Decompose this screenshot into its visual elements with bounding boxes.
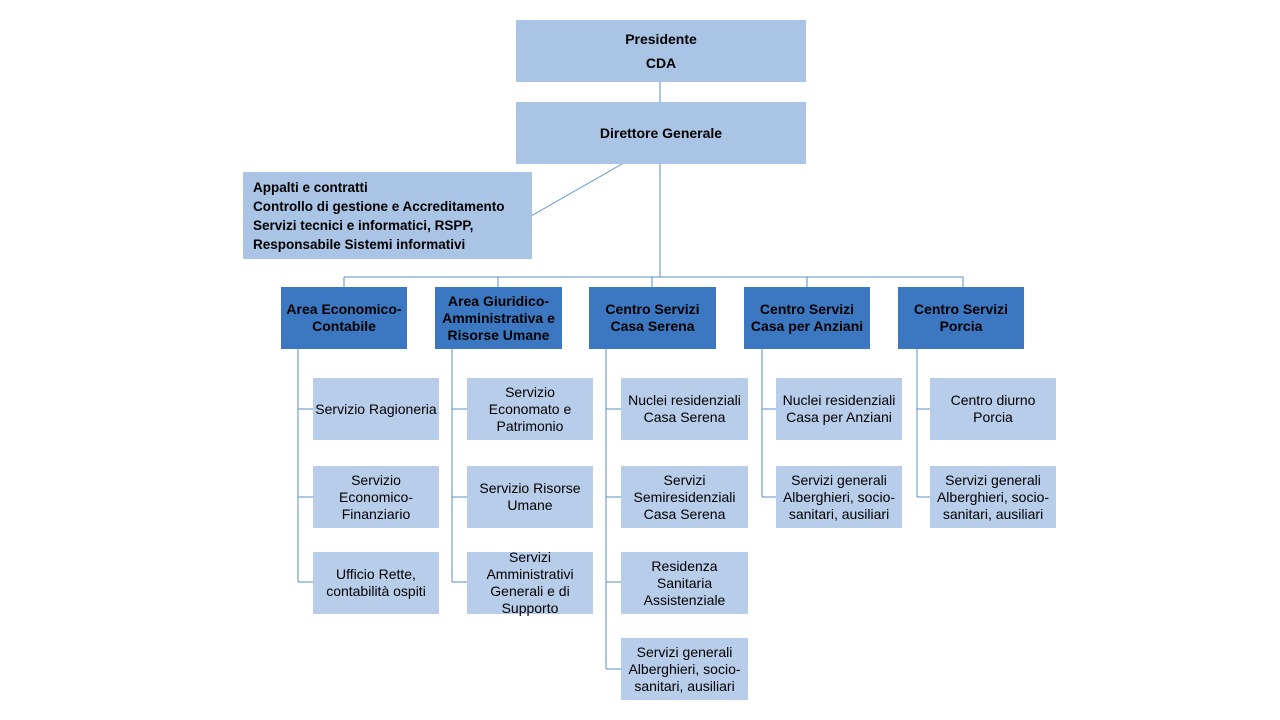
connector-director-staff [530,163,623,217]
service-box: Servizi generali Alberghieri, socio-sani… [930,466,1056,528]
service-label: Servizio Economato e Patrimonio [488,383,572,434]
service-label: Servizio Economico-Finanziario [339,471,413,522]
area-title: Centro Servizi Casa per Anziani [750,301,864,334]
service-label: Servizi generali Alberghieri, socio-sani… [628,643,741,694]
service-box: Nuclei residenziali Casa Serena [621,378,748,440]
service-box: Servizi Amministrativi Generali e di Sup… [467,549,593,616]
service-box: Nuclei residenziali Casa per Anziani [776,378,902,440]
area-box-porcia: Centro Servizi Porcia [898,287,1024,349]
service-box: Ufficio Rette, contabilità ospiti [313,552,439,614]
service-label: Servizi generali Alberghieri, socio-sani… [782,471,896,522]
area-box-casa-serena: Centro Servizi Casa Serena [589,287,716,349]
service-box: Servizi generali Alberghieri, socio-sani… [776,466,902,528]
service-label: Servizi generali Alberghieri, socio-sani… [936,471,1050,522]
service-box: Servizi Semiresidenziali Casa Serena [621,466,748,528]
area-box-casa-per-anziani: Centro Servizi Casa per Anziani [744,287,870,349]
service-label: Residenza Sanitaria Assistenziale [643,557,726,608]
service-label: Centro diurno Porcia [950,392,1036,425]
service-box: Servizio Economato e Patrimonio [467,378,593,440]
president-cda-box: Presidente CDA [516,20,806,82]
service-box: Servizio Ragioneria [313,378,439,440]
service-box: Residenza Sanitaria Assistenziale [621,552,748,614]
staff-line-4: Responsabile Sistemi informativi [253,236,466,252]
area-title: Centro Servizi Porcia [913,301,1009,334]
staff-line-3: Servizi tecnici e informatici, RSPP, [253,217,474,233]
service-box: Servizio Risorse Umane [467,466,593,528]
service-label: Ufficio Rette, contabilità ospiti [326,566,426,599]
staff-line-2: Controllo di gestione e Accreditamento [253,198,505,214]
cda-label: CDA [645,55,677,71]
service-label: Nuclei residenziali Casa Serena [628,392,741,425]
area-title: Centro Servizi Casa Serena [605,301,700,334]
director-general-label: Direttore Generale [599,125,723,141]
service-label: Nuclei residenziali Casa per Anziani [782,392,896,425]
service-box: Servizi generali Alberghieri, socio-sani… [621,638,748,700]
president-label: Presidente [625,31,697,47]
director-general-box: Direttore Generale [516,102,806,164]
service-label: Servizi Semiresidenziali Casa Serena [633,471,736,522]
area-box-giuridico-amministrativa: Area Giuridico-Amministrativa e Risorse … [435,287,562,349]
service-label: Servizio Ragioneria [315,400,437,417]
area-title: Area Giuridico-Amministrativa e Risorse … [442,292,555,343]
service-box: Centro diurno Porcia [930,378,1056,440]
service-label: Servizio Risorse Umane [479,480,581,513]
area-title: Area Economico-Contabile [286,301,402,334]
service-box: Servizio Economico-Finanziario [313,466,439,528]
staff-functions-box: Appalti e contratti Controllo di gestion… [243,172,532,259]
area-box-economico-contabile: Area Economico-Contabile [281,287,407,349]
service-label: Servizi Amministrativi Generali e di Sup… [486,549,574,616]
staff-line-1: Appalti e contratti [253,179,368,195]
